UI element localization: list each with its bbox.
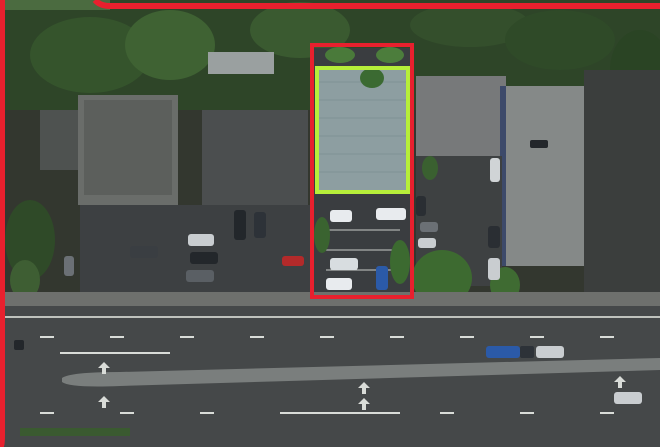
parking-lot (584, 70, 660, 300)
subject-building-roof (318, 68, 408, 192)
building-roof (208, 52, 274, 74)
tree (314, 217, 330, 253)
cars-right-lot (416, 140, 548, 280)
building-roof (40, 110, 78, 170)
tree (422, 156, 438, 180)
road-vehicles (14, 340, 642, 404)
cars-subject-lot (326, 208, 406, 290)
lane-dashes (40, 336, 614, 414)
building-roof (84, 100, 172, 195)
grass-strip (20, 428, 130, 436)
tree (325, 47, 355, 63)
subject-building-outline (315, 66, 410, 194)
building-roof (416, 76, 506, 156)
lane-edge (0, 316, 660, 318)
building-roof (506, 86, 584, 266)
building-wall (500, 86, 506, 266)
building-roof (202, 110, 308, 206)
tree (360, 68, 384, 88)
tree (376, 47, 404, 63)
frame-top-edge (92, 0, 660, 9)
lane-arrows (98, 362, 626, 410)
cars-left-lot (64, 210, 304, 282)
median (62, 358, 660, 387)
tree (390, 240, 410, 284)
subject-parcel-outline (310, 43, 414, 299)
frame-left-edge (0, 0, 5, 447)
